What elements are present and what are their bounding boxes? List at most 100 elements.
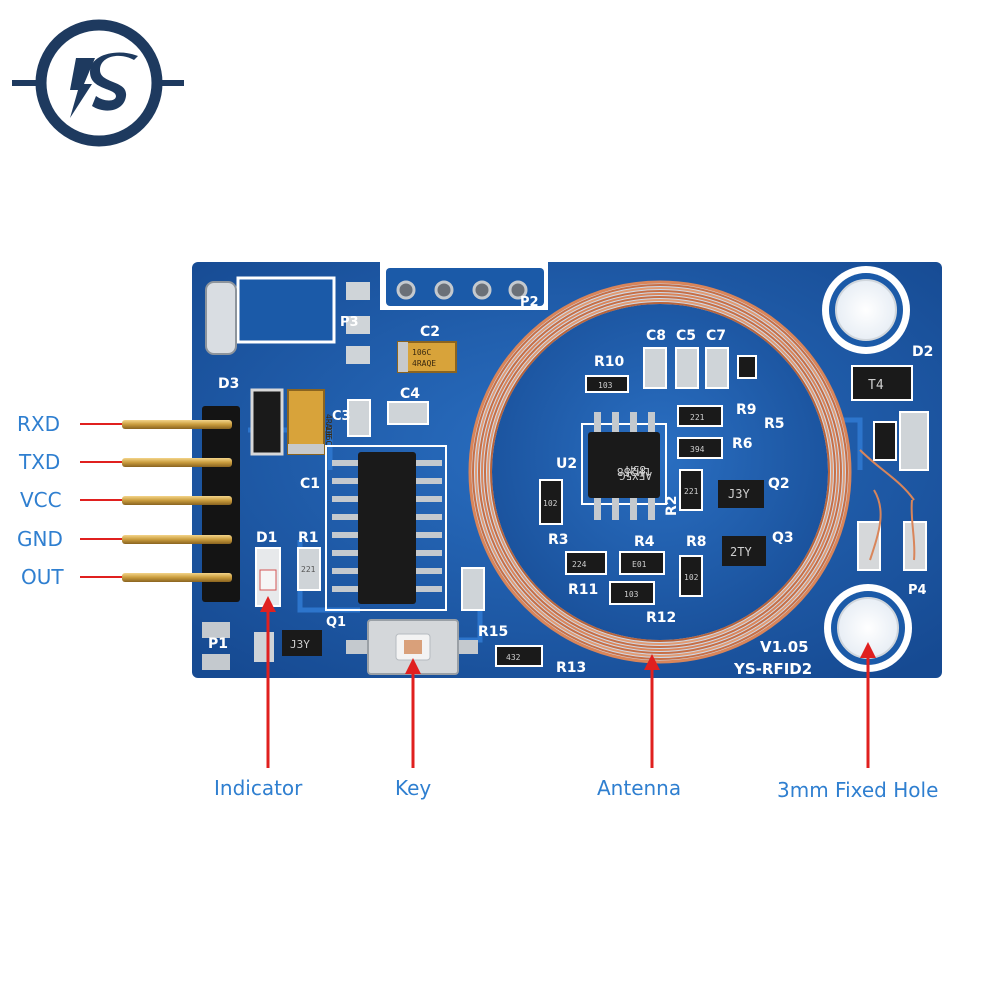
silkscreen: D3 C1 C2 C3 C4 D1 R1 Q1 P1 P3 P2 R15 R13… (208, 295, 933, 678)
silk-q1: Q1 (326, 615, 346, 630)
silk-r1: R1 (298, 530, 319, 546)
silk-r6: R6 (732, 436, 753, 452)
transistor-q2 (718, 480, 764, 508)
tactile-key (346, 619, 478, 675)
cap-c5 (675, 347, 699, 389)
resistor-r4 (619, 551, 665, 575)
u2-mark-1: LM258 (617, 465, 650, 478)
q3-mark: 2TY (730, 545, 752, 559)
p2-hole-3 (472, 280, 492, 300)
resistor-r9a (737, 355, 757, 379)
ic-u1 (325, 445, 447, 611)
u2-mark-2: 85M (626, 463, 646, 476)
p4-pad-1 (857, 521, 881, 571)
r6-mark: 394 (690, 445, 705, 454)
pin-label-out: OUT (21, 565, 64, 589)
logo-s (90, 52, 138, 111)
p3-pad-c (346, 346, 370, 364)
q1-mark: J3Y (290, 638, 310, 651)
arrow-indicator (260, 596, 276, 768)
brand-logo (12, 19, 184, 147)
resistor-r5 (677, 405, 723, 427)
pin-vcc (122, 496, 232, 505)
r12-mark: 103 (624, 590, 639, 599)
pin-rxd (122, 420, 232, 429)
silk-r3: R3 (548, 532, 569, 548)
header-p2-pad-area (386, 268, 544, 306)
p1-pad (202, 654, 230, 670)
r11-mark: 224 (572, 560, 587, 569)
callout-key: Key (395, 776, 432, 800)
r4-mark: E01 (632, 560, 647, 569)
cap-right-1 (899, 411, 929, 471)
silk-c8: C8 (646, 328, 666, 344)
silk-p4: P4 (908, 583, 927, 598)
pin-txd (122, 458, 232, 467)
antenna-leads (859, 449, 916, 561)
resistor-right-1 (873, 421, 897, 461)
pin-callout-lines (80, 423, 122, 578)
silk-r5: R5 (764, 416, 785, 432)
silk-q2: Q2 (768, 476, 790, 492)
pin-label-gnd: GND (17, 527, 63, 551)
cap-c4 (387, 401, 429, 425)
cap-c2-end (398, 342, 408, 372)
r8-mark: 102 (684, 573, 699, 582)
led-d1-lens (259, 569, 277, 591)
d2-mark: T4 (868, 378, 884, 393)
r13-mark: 432 (506, 653, 521, 662)
arrow-key (405, 658, 421, 768)
silk-u2: U2 (556, 456, 577, 472)
transistor-q3 (722, 536, 766, 566)
r3-mark: 102 (543, 499, 558, 508)
resistor-r2 (679, 469, 703, 511)
callout-indicator: Indicator (214, 776, 303, 800)
silk-d2: D2 (912, 344, 933, 360)
p2-hole-2 (434, 280, 454, 300)
silk-r2: R2 (664, 495, 680, 516)
silk-r15: R15 (478, 624, 508, 640)
cap-c8 (643, 347, 667, 389)
silk-d3: D3 (218, 376, 239, 392)
silk-p3: P3 (340, 315, 359, 330)
callout-fixed-hole: 3mm Fixed Hole (777, 778, 939, 802)
cap-c7 (705, 347, 729, 389)
r5-mark: 221 (690, 413, 705, 422)
pin-label-txd: TXD (19, 450, 61, 474)
silk-r4: R4 (634, 534, 655, 550)
p1-pad-b (202, 622, 230, 638)
silk-r13: R13 (556, 660, 586, 676)
silk-r12: R12 (646, 610, 676, 626)
pcb-board (192, 262, 942, 678)
p3-pad-a (346, 282, 370, 300)
silk-r9: R9 (736, 402, 757, 418)
silk-version: V1.05 (760, 638, 809, 656)
silk-q3: Q3 (772, 530, 794, 546)
silk-c4: C4 (400, 386, 420, 402)
resistor-r6 (677, 437, 723, 459)
cap-c1-end (288, 444, 324, 454)
silk-r8: R8 (686, 534, 707, 550)
pin-gnd (122, 535, 232, 544)
silk-model: YS-RFID2 (733, 660, 812, 678)
resistor-r1 (297, 547, 321, 591)
c1-mark-1: 106C (324, 426, 333, 445)
c2-mark-2: 4RAQE (412, 359, 436, 368)
callout-antenna: Antenna (597, 776, 682, 800)
logo-bolt (70, 58, 95, 118)
resistor-r10 (585, 375, 629, 393)
silk-c5: C5 (676, 328, 696, 344)
silk-p1: P1 (208, 636, 228, 652)
pin-label-rxd: RXD (17, 412, 60, 436)
silk-c7: C7 (706, 328, 726, 344)
ic-u2 (581, 412, 667, 520)
p2-hole-1 (396, 280, 416, 300)
silk-c2: C2 (420, 324, 440, 340)
p2-hole-4 (508, 280, 528, 300)
p3-left-pad (205, 281, 237, 355)
silk-c1: C1 (300, 476, 320, 492)
p3-pad-outline (236, 276, 336, 344)
r10-mark: 103 (598, 381, 613, 390)
